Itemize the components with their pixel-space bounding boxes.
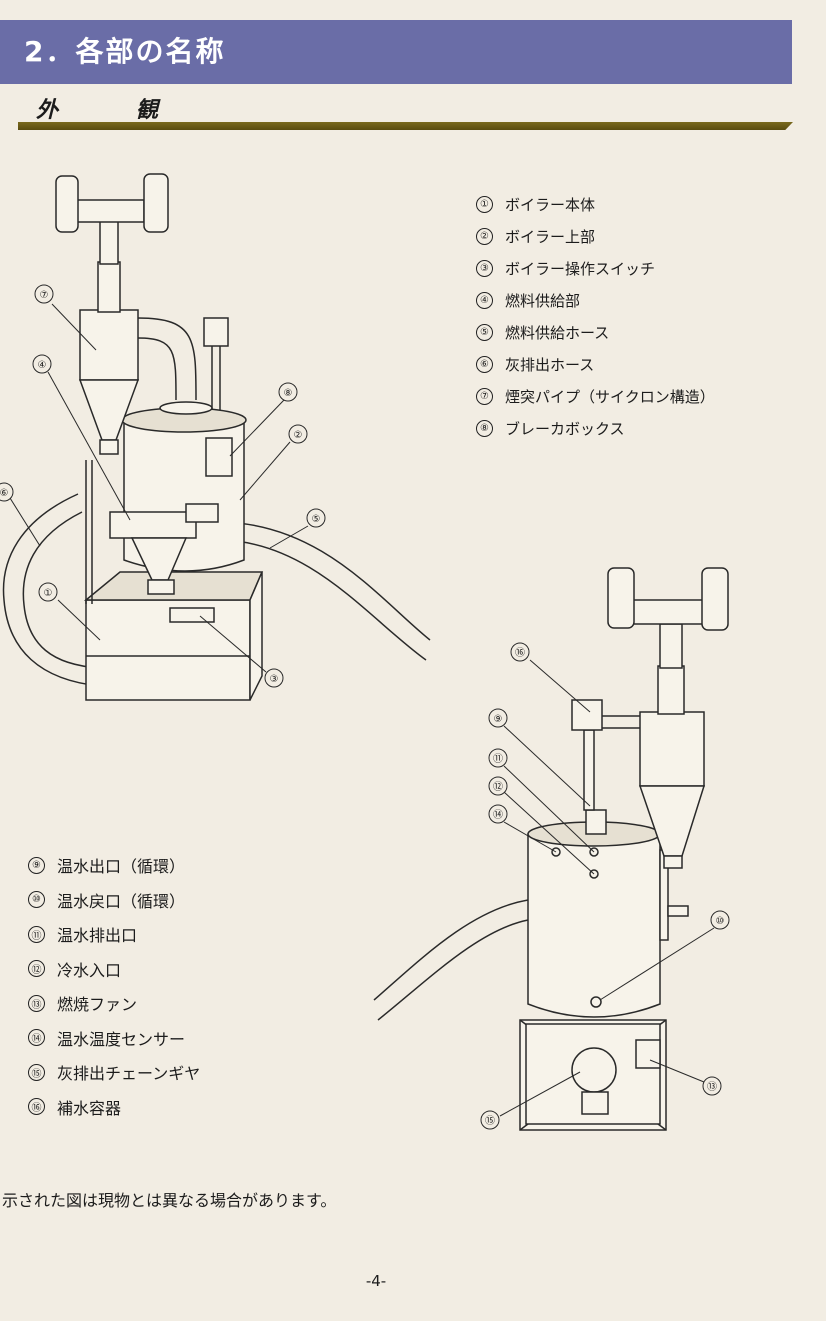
callout-14: ⑭ bbox=[488, 804, 508, 824]
legend-label: 煙突パイプ（サイクロン構造） bbox=[505, 387, 715, 406]
diagram2-callouts: ⑨ ⑩ ⑪ ⑫ ⑬ ⑭ ⑮ ⑯ bbox=[480, 642, 730, 1130]
section-header-bar bbox=[0, 20, 792, 84]
legend-number: ③ bbox=[476, 259, 493, 277]
legend-number: ⑯ bbox=[28, 1098, 45, 1116]
legend-number: ⑩ bbox=[28, 891, 45, 909]
legend-item: ① ボイラー本体 bbox=[476, 188, 715, 220]
legend-number: ④ bbox=[476, 291, 493, 309]
legend-number: ⑬ bbox=[28, 994, 45, 1012]
callout-5: ⑤ bbox=[306, 508, 326, 528]
legend-number: ⑭ bbox=[28, 1029, 45, 1047]
legend-item: ③ ボイラー操作スイッチ bbox=[476, 252, 715, 284]
legend-number: ⑧ bbox=[476, 419, 493, 437]
legend-label: 冷水入口 bbox=[57, 960, 122, 980]
legend-number: ⑪ bbox=[28, 925, 45, 943]
svg-text:⑦: ⑦ bbox=[40, 290, 49, 301]
legend-label: ボイラー上部 bbox=[505, 227, 596, 246]
legend-item: ⑥ 灰排出ホース bbox=[476, 348, 715, 380]
legend-label: 温水温度センサー bbox=[57, 1029, 186, 1049]
svg-text:②: ② bbox=[294, 430, 303, 441]
svg-text:⑨: ⑨ bbox=[494, 714, 503, 725]
callout-1: ① bbox=[38, 582, 58, 602]
svg-text:⑪: ⑪ bbox=[493, 753, 503, 765]
callout-13: ⑬ bbox=[702, 1076, 722, 1096]
legend-item: ⑬ 燃焼ファン bbox=[28, 986, 200, 1021]
legend-item: ⑮ 灰排出チェーンギヤ bbox=[28, 1055, 200, 1090]
legend-label: 燃焼ファン bbox=[57, 995, 138, 1015]
svg-text:⑭: ⑭ bbox=[493, 809, 503, 821]
svg-text:⑧: ⑧ bbox=[284, 388, 293, 399]
legend-item: ② ボイラー上部 bbox=[476, 220, 715, 252]
callout-9: ⑨ bbox=[488, 708, 508, 728]
boiler-front-view bbox=[2, 173, 431, 701]
legend-label: 温水排出口 bbox=[57, 926, 138, 946]
svg-text:①: ① bbox=[44, 588, 53, 599]
svg-text:⑯: ⑯ bbox=[515, 647, 525, 659]
legend-item: ⑤ 燃料供給ホース bbox=[476, 316, 715, 348]
page-number: -4- bbox=[365, 1272, 387, 1290]
legend-number: ⑫ bbox=[28, 960, 45, 978]
callout-15: ⑮ bbox=[480, 1110, 500, 1130]
legend-item: ⑪ 温水排出口 bbox=[28, 917, 200, 952]
callout-3: ③ bbox=[264, 668, 284, 688]
legend-number: ② bbox=[476, 227, 493, 245]
legend-label: 温水戻口（循環） bbox=[57, 891, 186, 911]
legend-item: ④ 燃料供給部 bbox=[476, 284, 715, 316]
section-title: 2．各部の名称 bbox=[24, 35, 226, 68]
legend-number: ⑦ bbox=[476, 387, 493, 405]
svg-text:④: ④ bbox=[38, 360, 47, 371]
svg-text:⑥: ⑥ bbox=[0, 488, 8, 499]
boiler-rear-view bbox=[373, 567, 729, 1131]
legend-number: ⑮ bbox=[28, 1063, 45, 1081]
svg-text:③: ③ bbox=[270, 674, 279, 685]
svg-text:⑬: ⑬ bbox=[707, 1081, 717, 1093]
callout-6: ⑥ bbox=[0, 482, 14, 502]
svg-text:⑮: ⑮ bbox=[485, 1115, 495, 1127]
legend-label: 燃料供給部 bbox=[505, 291, 581, 310]
legend-item: ⑭ 温水温度センサー bbox=[28, 1021, 200, 1056]
sub-heading: 外観 bbox=[36, 98, 237, 123]
callout-11: ⑪ bbox=[488, 748, 508, 768]
legend-number: ⑥ bbox=[476, 355, 493, 373]
parts-legend-top: ① ボイラー本体 ② ボイラー上部 ③ ボイラー操作スイッチ ④ 燃料供給部 ⑤ 燃料供給… bbox=[476, 188, 715, 444]
legend-label: 灰排出ホース bbox=[505, 355, 595, 374]
callout-2: ② bbox=[288, 424, 308, 444]
legend-label: 燃料供給ホース bbox=[505, 323, 610, 342]
diagram1-callouts: ① ② ③ ④ ⑤ ⑥ ⑦ ⑧ bbox=[0, 284, 326, 688]
legend-number: ⑤ bbox=[476, 323, 493, 341]
callout-7: ⑦ bbox=[34, 284, 54, 304]
callout-16: ⑯ bbox=[510, 642, 530, 662]
legend-label: ボイラー本体 bbox=[505, 195, 596, 214]
legend-item: ⑧ ブレーカボックス bbox=[476, 412, 715, 444]
svg-text:⑫: ⑫ bbox=[493, 781, 503, 793]
callout-4: ④ bbox=[32, 354, 52, 374]
legend-label: 灰排出チェーンギヤ bbox=[57, 1064, 201, 1084]
legend-item: ⑨ 温水出口（循環） bbox=[28, 848, 200, 883]
legend-number: ⑨ bbox=[28, 856, 45, 874]
legend-label: 温水出口（循環） bbox=[57, 857, 186, 877]
legend-label: 補水容器 bbox=[57, 1098, 122, 1118]
legend-label: ブレーカボックス bbox=[505, 419, 625, 438]
legend-item: ⑦ 煙突パイプ（サイクロン構造） bbox=[476, 380, 715, 412]
legend-item: ⑩ 温水戻口（循環） bbox=[28, 883, 200, 918]
svg-text:⑤: ⑤ bbox=[312, 514, 321, 525]
legend-label: ボイラー操作スイッチ bbox=[505, 259, 656, 278]
svg-text:⑩: ⑩ bbox=[716, 916, 725, 927]
disclaimer-note: 示された図は現物とは異なる場合があります。 bbox=[2, 1191, 337, 1210]
legend-number: ① bbox=[476, 195, 493, 213]
sub-heading-underline bbox=[18, 122, 793, 130]
callout-10: ⑩ bbox=[710, 910, 730, 930]
legend-item: ⑫ 冷水入口 bbox=[28, 952, 200, 987]
callout-8: ⑧ bbox=[278, 382, 298, 402]
legend-item: ⑯ 補水容器 bbox=[28, 1090, 200, 1125]
callout-12: ⑫ bbox=[488, 776, 508, 796]
